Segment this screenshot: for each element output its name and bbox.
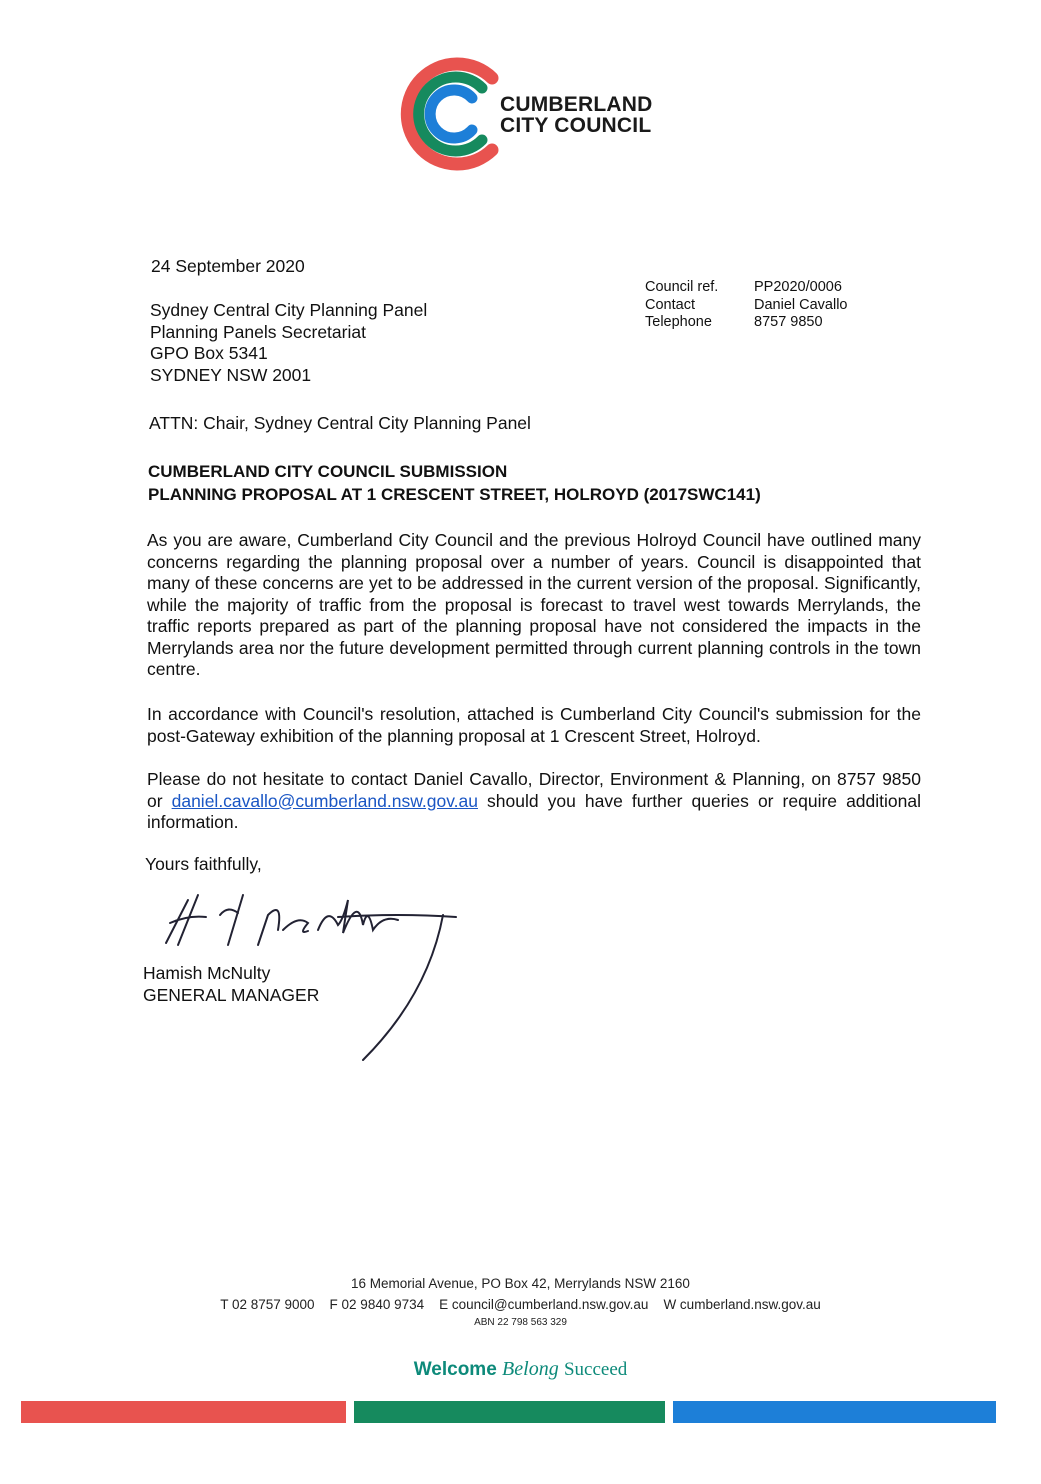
letter-date: 24 September 2020 — [151, 256, 305, 276]
logo-line-2: CITY COUNCIL — [500, 114, 652, 137]
logo-line-1: CUMBERLAND — [500, 93, 653, 116]
footer-contacts: T 02 8757 9000 F 02 9840 9734 E council@… — [220, 1297, 821, 1312]
closing: Yours faithfully, — [145, 854, 262, 874]
footer-abn: ABN 22 798 563 329 — [474, 1317, 567, 1328]
ref-label: Telephone — [645, 314, 712, 330]
ref-value: Daniel Cavallo — [754, 296, 848, 313]
council-logo-text: CUMBERLAND CITY COUNCIL — [500, 94, 653, 136]
signature-icon — [165, 894, 457, 1061]
signatory-title: GENERAL MANAGER — [143, 984, 320, 1005]
email-link[interactable]: daniel.cavallo@cumberland.nsw.gov.au — [171, 790, 478, 811]
attn-line: ATTN: Chair, Sydney Central City Plannin… — [149, 413, 531, 433]
tagline-belong: Belong — [502, 1358, 559, 1380]
p3-text: Please do not hesitate to contact Daniel… — [147, 769, 921, 811]
tagline-welcome: Welcome — [413, 1359, 497, 1380]
ref-label: Council ref. — [645, 279, 719, 295]
paragraph-3: Please do not hesitate to contact Daniel… — [147, 769, 921, 834]
signatory-name: Hamish McNulty — [143, 963, 271, 983]
tagline-succeed: Succeed — [563, 1359, 628, 1380]
heading-line-2: PLANNING PROPOSAL AT 1 CRESCENT STREET, … — [148, 485, 761, 504]
recipient-line: Planning Panels Secretariat — [150, 321, 366, 342]
tagline: Welcome Belong Succeed — [0, 1358, 1041, 1381]
recipient-line: GPO Box 5341 — [150, 343, 268, 363]
signatory: Hamish McNulty GENERAL MANAGER — [143, 963, 319, 1006]
paragraph-2: In accordance with Council's resolution,… — [147, 704, 921, 746]
footer-bar-blue — [673, 1401, 996, 1423]
ref-value: PP2020/0006 — [754, 279, 842, 295]
reference-block: Council ref. PP2020/0006 Contact Daniel Ca… — [645, 279, 848, 332]
subject-heading: CUMBERLAND CITY COUNCIL SUBMISSION PLANN… — [148, 460, 761, 506]
paragraph-1: As you are aware, Cumberland City Counci… — [147, 530, 921, 679]
footer-address: 16 Memorial Avenue, PO Box 42, Merryland… — [351, 1276, 690, 1291]
council-logo-icon — [400, 57, 499, 171]
recipient-line: SYDNEY NSW 2001 — [150, 364, 312, 385]
footer-bar-green — [354, 1401, 665, 1423]
heading-line-1: CUMBERLAND CITY COUNCIL SUBMISSION — [148, 462, 508, 481]
recipient-address: Sydney Central City Planning Panel Plann… — [150, 300, 427, 386]
recipient-line: Sydney Central City Planning Panel — [150, 300, 428, 320]
ref-label: Contact — [645, 296, 695, 313]
ref-value: 8757 9850 — [754, 314, 823, 330]
p3-text: should you have further queries or requi… — [147, 790, 921, 833]
footer-bar-red — [21, 1401, 346, 1423]
